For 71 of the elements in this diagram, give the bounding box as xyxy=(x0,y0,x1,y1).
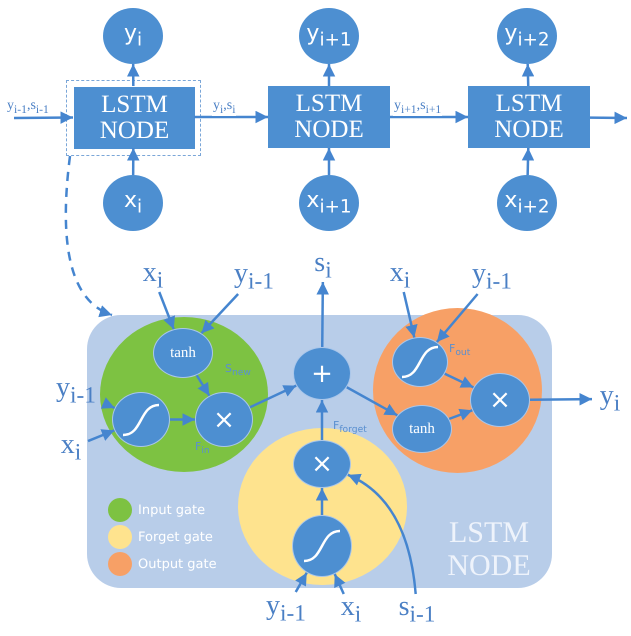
arrow xyxy=(334,574,346,595)
arrow xyxy=(402,292,418,338)
variable-label: x$_{i+2}$ xyxy=(504,188,550,218)
arrow xyxy=(436,293,479,343)
operation-circle xyxy=(470,373,530,427)
arrow xyxy=(390,110,468,124)
arrow xyxy=(522,148,534,176)
variable-label: y$_{i}$ xyxy=(592,383,628,415)
variable-label: x$_{i}$ xyxy=(136,260,170,292)
arrow xyxy=(590,112,628,124)
arrow xyxy=(88,429,115,442)
operation-label: × xyxy=(213,404,235,434)
lstm-node-box xyxy=(468,86,590,148)
variable-label: y$_{i-1}$ xyxy=(254,592,318,626)
arrow xyxy=(194,110,268,124)
variable-label: x$_{i}$ xyxy=(383,260,417,292)
selection-box xyxy=(66,80,201,156)
operation-label: tanh xyxy=(409,420,435,438)
arrow xyxy=(127,148,140,175)
arrow xyxy=(294,572,308,593)
arrow xyxy=(170,413,195,426)
lstm-node-box xyxy=(74,87,195,149)
variable-label: y$_{i+1}$ xyxy=(306,21,352,51)
arrow xyxy=(522,64,534,86)
sigmoid-circle xyxy=(392,337,448,387)
variable-label: x$_{i}$ xyxy=(124,188,142,218)
arrow xyxy=(448,408,473,421)
arrow xyxy=(322,148,336,175)
operation-circle xyxy=(293,440,351,488)
legend-label: Forget gate xyxy=(138,530,213,544)
operation-label: + xyxy=(311,358,333,388)
arrow xyxy=(200,293,240,334)
operation-circle xyxy=(153,328,213,378)
arrow xyxy=(316,282,329,348)
legend-label: Output gate xyxy=(138,556,217,572)
variable-label: s$_{i-1}$ xyxy=(390,594,444,626)
variable-label: s$_{i}$ xyxy=(306,250,340,282)
variable-label: y$_{i+2}$ xyxy=(504,21,550,51)
arrow xyxy=(316,400,328,440)
operation-label: tanh xyxy=(170,344,196,362)
variable-label: y$_{i-1}$ xyxy=(222,260,286,294)
edge-label: F$_{forget}$ xyxy=(332,419,368,436)
variable-label: x$_{i}$ xyxy=(334,594,368,626)
arrow xyxy=(444,372,474,389)
legend-label: Input gate xyxy=(138,502,206,518)
variable-label: x$_{i+1}$ xyxy=(306,188,352,218)
edge-label: S$_{new}$ xyxy=(224,362,252,378)
node-title: LSTM NODE xyxy=(494,90,564,144)
operation-label: × xyxy=(311,449,333,479)
arrow xyxy=(530,393,592,406)
edge-label: F$_{in}$ xyxy=(194,440,211,456)
arrow xyxy=(316,488,328,515)
edge-label: F$_{out}$ xyxy=(448,342,472,358)
arrow xyxy=(346,386,398,416)
variable-label: x$_{i}$ xyxy=(54,432,88,464)
lstm-node-box xyxy=(268,86,390,148)
arrow xyxy=(100,397,116,410)
variable-label: y$_{i-1}$ xyxy=(460,260,524,294)
node-title: LSTM NODE xyxy=(294,90,364,144)
arrow xyxy=(249,384,297,408)
variable-label: y$_{i-1}$ xyxy=(44,374,108,408)
arrow xyxy=(158,292,176,330)
arrow xyxy=(322,64,336,86)
operation-circle xyxy=(392,405,452,453)
dashed-arrow xyxy=(64,156,112,316)
operation-label: × xyxy=(489,385,511,415)
arrow xyxy=(14,111,74,124)
arrow xyxy=(196,374,210,396)
node-title: LSTM NODE xyxy=(100,92,170,144)
variable-label: y$_{i}$ xyxy=(124,21,142,51)
arrow xyxy=(127,64,140,86)
